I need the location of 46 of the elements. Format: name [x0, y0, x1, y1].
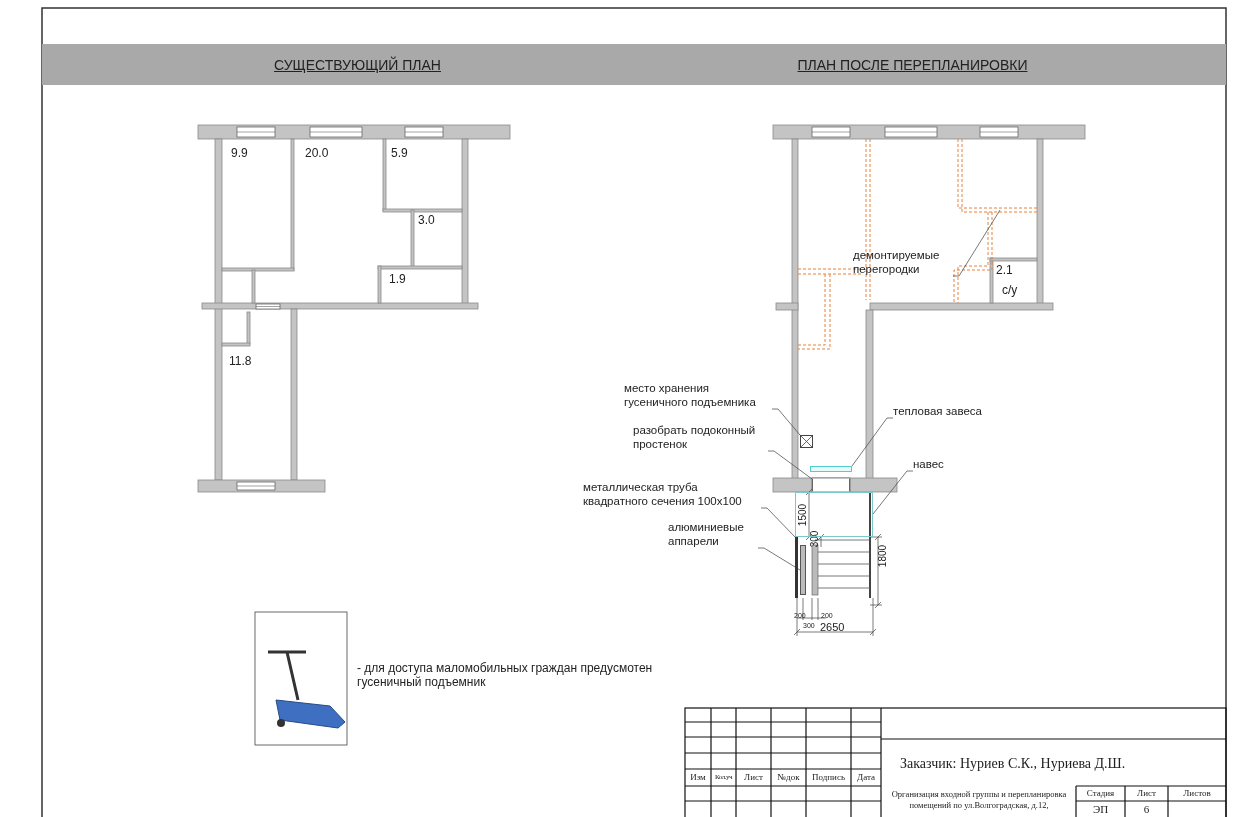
pipe-post [795, 537, 798, 598]
callout-text: демонтируемые перегородки [853, 248, 953, 276]
table-header-text: Подпись [810, 772, 847, 783]
section-heading: СУЩЕСТВУЮЩИЙ ПЛАН [273, 57, 442, 73]
table-header-text: Стадия [1085, 788, 1116, 799]
note-text: - для доступа маломобильных граждан предусмотен гусеничный подъемник [357, 661, 654, 689]
dimension-value: 300 [809, 530, 821, 548]
leader-line [757, 547, 801, 571]
table-cell-text: ЭП [1091, 803, 1110, 816]
dimension-value: 1800 [877, 544, 889, 568]
customer-text: Заказчик: Нуриев С.К., Нуриева Д.Ш. [900, 756, 1126, 772]
leader-line [952, 209, 1001, 277]
table-cell-text: 6 [1142, 803, 1151, 816]
storage-place-mark [800, 435, 813, 448]
table-header-text: Лист [743, 772, 764, 783]
section-heading: ПЛАН ПОСЛЕ ПЕРЕПЛАНИРОВКИ [796, 57, 1029, 73]
leader-line [851, 417, 894, 467]
leader-line [771, 408, 801, 436]
callout-text: разобрать подоконный простенок [633, 423, 768, 451]
room-area-label: 3.0 [418, 213, 435, 227]
heat-curtain-symbol [810, 466, 852, 472]
dimension-value: 1500 [797, 503, 809, 527]
table-header-text: Изм [689, 772, 707, 783]
callout-text: металлическая труба квадратного сечения 100х100 [583, 480, 761, 508]
room-area-label: 1.9 [389, 272, 406, 286]
table-header-text: Листов [1182, 788, 1212, 799]
ramp [800, 545, 806, 595]
table-header-text: Дата [856, 772, 876, 783]
callout-text: навес [913, 457, 944, 471]
room-area-label: 11.8 [229, 354, 252, 368]
leader-line [767, 450, 813, 480]
project-title-text: Организация входной группы и перепланировка помещений по ул.Волгоградская, д.12, [890, 789, 1068, 810]
callout-text: тепловая завеса [893, 404, 982, 418]
room-area-label: 2.1 [996, 263, 1013, 277]
room-area-label: 9.9 [231, 146, 248, 160]
wall-opening [812, 479, 850, 491]
callout-text: место хранения гусеничного подъемника [624, 381, 772, 409]
room-area-label: 5.9 [391, 146, 408, 160]
dimension-value: 2650 [820, 621, 845, 634]
table-header-text: №док [776, 772, 801, 783]
room-name-label: с/у [1002, 283, 1018, 297]
callout-text: алюминиевые аппарели [668, 520, 758, 548]
table-header-text: Лист [1136, 788, 1157, 799]
leader-line [872, 470, 914, 515]
room-area-label: 20.0 [305, 146, 329, 160]
leader-line [760, 507, 796, 538]
